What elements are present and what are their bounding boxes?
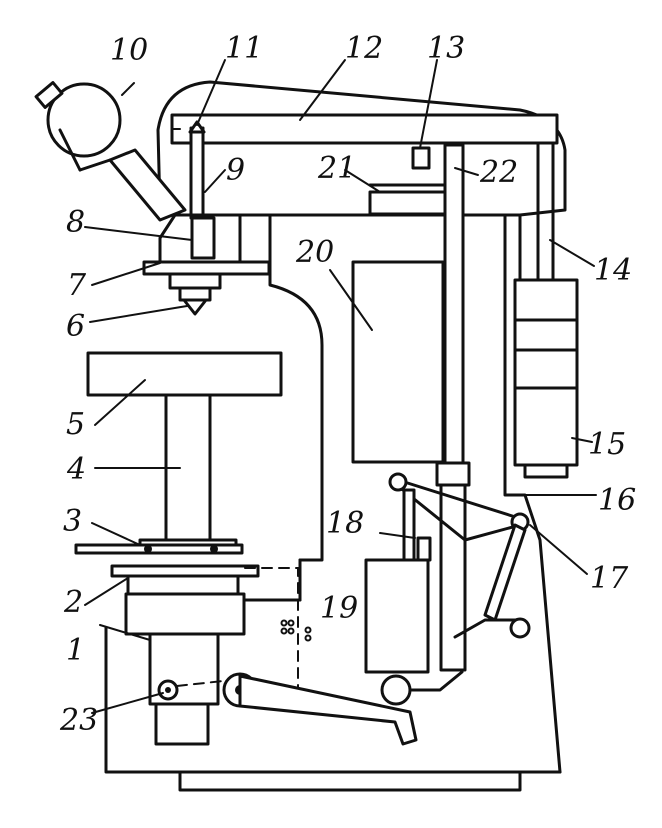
weight-hangers bbox=[536, 141, 555, 282]
label-19: 19 bbox=[320, 591, 358, 626]
label-18: 18 bbox=[326, 506, 364, 541]
label-14: 14 bbox=[594, 253, 632, 288]
reservoir bbox=[364, 488, 464, 706]
label-4: 4 bbox=[66, 452, 86, 487]
anvil-table bbox=[86, 351, 283, 397]
indicator-dots bbox=[280, 619, 312, 642]
label-2: 2 bbox=[63, 585, 83, 620]
label-3: 3 bbox=[63, 504, 82, 539]
leader-lines bbox=[84, 59, 597, 714]
vertical-rod bbox=[443, 143, 465, 465]
label-7: 7 bbox=[67, 268, 87, 303]
label-10: 10 bbox=[110, 33, 148, 68]
label-9: 9 bbox=[226, 153, 245, 188]
lower-housing bbox=[148, 632, 220, 746]
label-5: 5 bbox=[66, 407, 85, 442]
load-rod bbox=[188, 120, 206, 220]
label-15: 15 bbox=[588, 427, 626, 462]
label-20: 20 bbox=[295, 235, 334, 270]
flange-ring bbox=[110, 564, 260, 636]
label-12: 12 bbox=[345, 31, 383, 66]
label-21: 21 bbox=[317, 151, 356, 186]
dial-indicator bbox=[34, 81, 187, 222]
label-17: 17 bbox=[590, 561, 629, 596]
upper-links bbox=[368, 146, 450, 216]
top-lever bbox=[170, 113, 559, 145]
spindle-assembly bbox=[142, 213, 271, 316]
bottom-lever bbox=[222, 672, 418, 746]
part-labels: 1 2 3 4 5 6 7 8 9 10 11 12 13 14 15 16 1… bbox=[59, 31, 636, 738]
dashpot bbox=[388, 461, 531, 672]
window-panel bbox=[351, 260, 445, 464]
label-8: 8 bbox=[66, 205, 85, 240]
label-1: 1 bbox=[66, 633, 85, 668]
label-13: 13 bbox=[427, 31, 465, 66]
handwheel bbox=[74, 538, 244, 555]
label-11: 11 bbox=[225, 31, 263, 66]
label-6: 6 bbox=[66, 309, 85, 344]
weight-stack bbox=[513, 278, 579, 479]
label-22: 22 bbox=[479, 155, 518, 190]
label-23: 23 bbox=[59, 703, 98, 738]
label-16: 16 bbox=[598, 483, 636, 518]
